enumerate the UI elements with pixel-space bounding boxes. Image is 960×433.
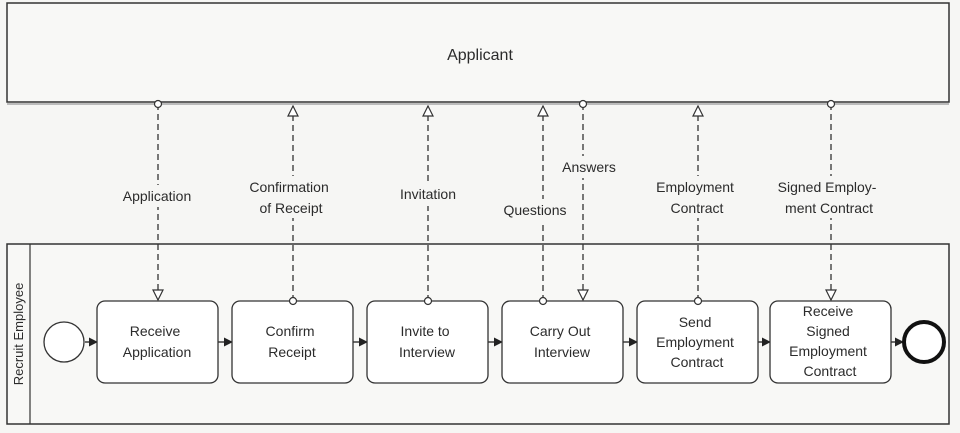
message-label-application: Application bbox=[123, 188, 192, 204]
task-label-line: Contract bbox=[804, 363, 857, 379]
task-label-line: Contract bbox=[671, 354, 724, 370]
message-label-line: Employment bbox=[656, 179, 734, 195]
svg-text:Send Employment Co: Send Employment Contract bbox=[656, 314, 738, 370]
svg-text:Invite to Interview: Invite to Interview bbox=[399, 323, 456, 360]
svg-text:Carry Out Interview: Carry Out Interview bbox=[530, 323, 595, 360]
message-label-line: Confirmation bbox=[249, 179, 328, 195]
task-invite-to-interview[interactable]: Invite to Interview bbox=[366, 300, 489, 384]
message-label-signed-employment-contract: Signed Employ- ment Contract bbox=[778, 179, 881, 216]
task-receive-signed-employment-contract[interactable]: Receive Signed Employment Contract bbox=[769, 300, 892, 384]
message-flow-invitation[interactable] bbox=[425, 106, 432, 306]
message-labels: Application Confirmation of Receipt Invi… bbox=[108, 156, 890, 221]
svg-text:Receive Signed Emp: Receive Signed Employment Contract bbox=[789, 303, 871, 379]
message-label-line: of Receipt bbox=[259, 200, 322, 216]
pool-applicant-label: Applicant bbox=[447, 47, 513, 64]
message-flow-questions[interactable] bbox=[540, 106, 547, 306]
svg-text:Receive Application: Receive Application bbox=[123, 323, 192, 360]
message-label-answers: Answers bbox=[562, 159, 616, 175]
task-carry-out-interview[interactable]: Carry Out Interview bbox=[501, 300, 624, 384]
task-label-line: Receive bbox=[803, 303, 854, 319]
message-flow-answers[interactable] bbox=[580, 99, 587, 301]
message-label-invitation: Invitation bbox=[400, 186, 456, 202]
message-flow-application[interactable] bbox=[155, 99, 162, 301]
message-label-employment-contract: Employment Contract bbox=[656, 179, 738, 216]
task-label-line: Employment bbox=[656, 334, 734, 350]
task-label-line: Interview bbox=[534, 344, 591, 360]
start-event[interactable] bbox=[43, 321, 85, 363]
message-label-line: Signed Employ- bbox=[778, 179, 877, 195]
message-flow-signed-employment-contract[interactable] bbox=[828, 99, 835, 301]
message-label-line: Contract bbox=[671, 200, 724, 216]
message-label-line: ment Contract bbox=[785, 200, 873, 216]
task-label-line: Application bbox=[123, 344, 192, 360]
task-label-line: Receipt bbox=[268, 344, 316, 360]
task-label-line: Employment bbox=[789, 343, 867, 359]
task-label-line: Confirm bbox=[266, 323, 315, 339]
message-flow-confirmation-of-receipt[interactable] bbox=[290, 106, 297, 306]
task-label-line: Interview bbox=[399, 344, 456, 360]
task-label-line: Invite to bbox=[401, 323, 450, 339]
task-label-line: Signed bbox=[806, 323, 850, 339]
pool-applicant[interactable]: Applicant bbox=[6, 2, 950, 105]
svg-text:Confirm Receipt: Confirm Receipt bbox=[266, 323, 319, 360]
pool-recruit-employee-label: Recruit Employee bbox=[11, 283, 26, 386]
task-label-line: Receive bbox=[130, 323, 181, 339]
message-label-questions: Questions bbox=[503, 202, 566, 218]
message-label-confirmation-of-receipt: Confirmation of Receipt bbox=[249, 179, 332, 216]
task-send-employment-contract[interactable]: Send Employment Contract bbox=[636, 300, 759, 384]
task-receive-application[interactable]: Receive Application bbox=[96, 300, 219, 384]
task-confirm-receipt[interactable]: Confirm Receipt bbox=[231, 300, 354, 384]
end-event[interactable] bbox=[902, 320, 946, 364]
task-label-line: Carry Out bbox=[530, 323, 591, 339]
task-label-line: Send bbox=[679, 314, 712, 330]
message-flow-employment-contract[interactable] bbox=[695, 106, 702, 306]
